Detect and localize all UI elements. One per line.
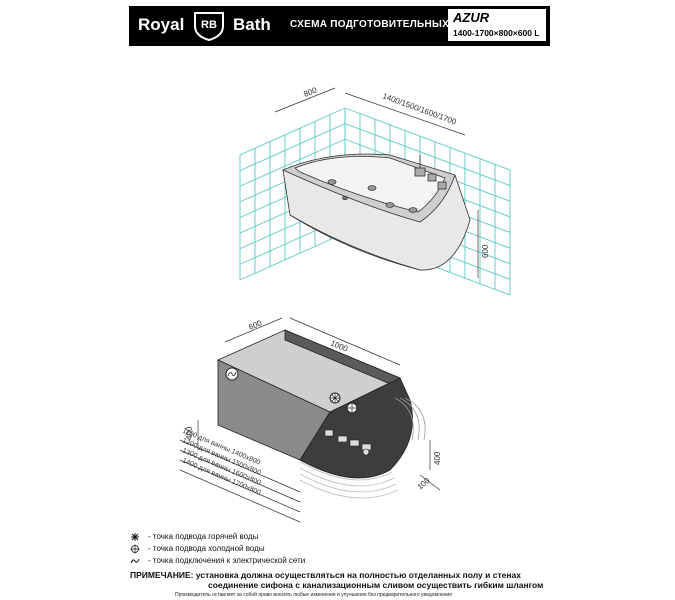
cold-water-icon <box>130 544 140 554</box>
note-label: ПРИМЕЧАНИЕ: <box>130 570 194 580</box>
model-box: AZUR 1400-1700×800×600 L <box>448 9 546 41</box>
bath-3d-view: 800 1400/1500/1600/1700 600 <box>239 85 511 296</box>
hot-water-point <box>329 392 341 404</box>
brand-shield-icon: RB <box>194 12 224 42</box>
top-dimensions <box>274 87 479 278</box>
electric-point <box>225 367 239 381</box>
dim-100: 100 <box>416 476 432 492</box>
cold-water-point <box>346 402 358 414</box>
legend-cold-text: - точка подвода холодной воды <box>148 544 265 553</box>
brand-mark: RB <box>201 19 217 31</box>
bath-body <box>282 153 471 271</box>
electric-icon <box>130 558 140 564</box>
dim-400-right: 400 <box>433 451 442 465</box>
model-name: AZUR <box>453 10 490 25</box>
legend-hot-text: - точка подвода горячей воды <box>148 532 259 541</box>
page-title: СХЕМА ПОДГОТОВИТЕЛЬНЫХ РАБОТ <box>290 19 488 30</box>
note: ПРИМЕЧАНИЕ: установка должна осуществлят… <box>130 570 550 590</box>
drain-fittings <box>324 429 372 456</box>
hot-water-icon <box>131 533 139 541</box>
legend-electric-text: - точка подключения к электрической сети <box>148 556 306 565</box>
niche-body <box>217 329 426 499</box>
brand-left: Royal <box>138 15 185 34</box>
bottom-dimensions <box>179 317 441 523</box>
dim-600: 600 <box>247 318 263 332</box>
dim-height: 600 <box>481 244 490 258</box>
header-bar: Royal RB Bath СХЕМА ПОДГОТОВИТЕЛЬНЫХ РАБ… <box>129 6 550 46</box>
dim-400-left: 400 <box>185 426 194 440</box>
brand-right: Bath <box>233 15 271 34</box>
model-sizes: 1400-1700×800×600 L <box>453 28 540 38</box>
note-line2: соединение сифона с канализационным слив… <box>208 580 544 590</box>
footer-disclaimer: Производитель оставляет за собой право в… <box>175 592 452 598</box>
note-line1: установка должна осуществляться на полно… <box>195 570 521 580</box>
